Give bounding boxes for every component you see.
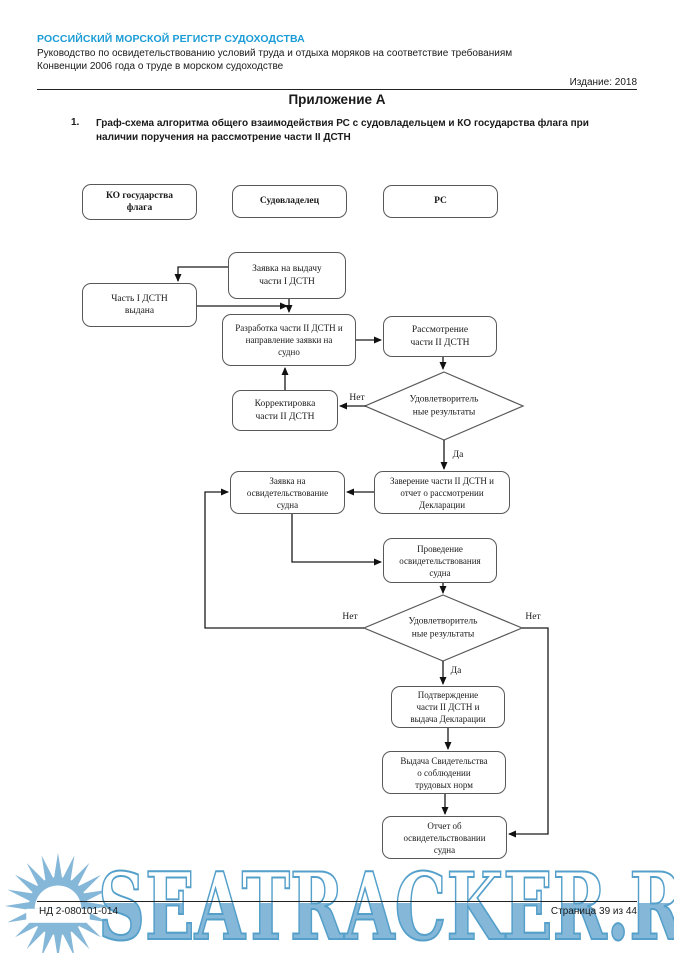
flow-node-lane-flag-state: КО государства флага	[82, 184, 197, 220]
flow-node-survey-conduct: Проведение освидетельствования судна	[383, 538, 497, 583]
flow-node-review-part2: Рассмотрение части II ДСТН	[383, 316, 497, 357]
footer-page-number: Страница 39 из 44	[550, 906, 637, 917]
flow-node-lane-shipowner: Судовладелец	[232, 185, 347, 218]
decision-label-decision-2: Удовлетворитель ные результаты	[408, 616, 478, 640]
flow-node-survey-report: Отчет об освидетельствовании судна	[382, 816, 507, 859]
list-item-number: 1.	[71, 117, 80, 128]
document-subtitle-line2: Конвенции 2006 года о труде в морском су…	[37, 61, 284, 72]
sun-dome	[34, 885, 82, 909]
flow-node-part1-issued: Часть I ДСТН выдана	[82, 283, 197, 327]
edge-label-yes-2: Да	[450, 666, 462, 676]
list-item-text: Граф-схема алгоритма общего взаимодейств…	[96, 118, 589, 143]
watermark-text: SEATRACKER.RU	[97, 859, 674, 953]
flow-node-request-part1: Заявка на выдачу части I ДСТН	[228, 252, 346, 299]
document-subtitle-line1: Руководство по освидетельствованию услов…	[37, 48, 513, 59]
flow-node-certify-part2: Заверение части II ДСТН и отчет о рассмо…	[374, 471, 510, 514]
edge-label-no-2-right: Нет	[525, 612, 541, 622]
flow-node-survey-request: Заявка на освидетельствование судна	[230, 471, 345, 514]
header-divider	[37, 89, 637, 90]
register-name: РОССИЙСКИЙ МОРСКОЙ РЕГИСТР СУДОХОДСТВА	[37, 33, 305, 45]
flow-node-issue-certificate: Выдача Свидетельства о соблюдении трудов…	[382, 751, 506, 794]
flow-node-lane-rs: РС	[383, 185, 498, 218]
sun-horizon-band	[26, 908, 90, 923]
edition-label: Издание: 2018	[569, 77, 637, 88]
footer-doc-number: НД 2-080101-014	[39, 906, 119, 917]
edge-label-yes-1: Да	[452, 450, 464, 460]
decision-label-decision-1: Удовлетворитель ные результаты	[409, 394, 479, 418]
flow-node-develop-part2: Разработка части II ДСТН и направление з…	[222, 314, 356, 366]
flow-node-confirm-part2: Подтверждение части II ДСТН и выдача Дек…	[391, 686, 505, 728]
sun-icon	[4, 852, 112, 953]
page-title: Приложение А	[288, 92, 386, 107]
flow-node-correct-part2: Корректировка части II ДСТН	[232, 390, 338, 431]
edge-label-no-1: Нет	[349, 393, 365, 403]
footer-divider	[37, 901, 637, 902]
edge-label-no-2-left: Нет	[342, 612, 358, 622]
